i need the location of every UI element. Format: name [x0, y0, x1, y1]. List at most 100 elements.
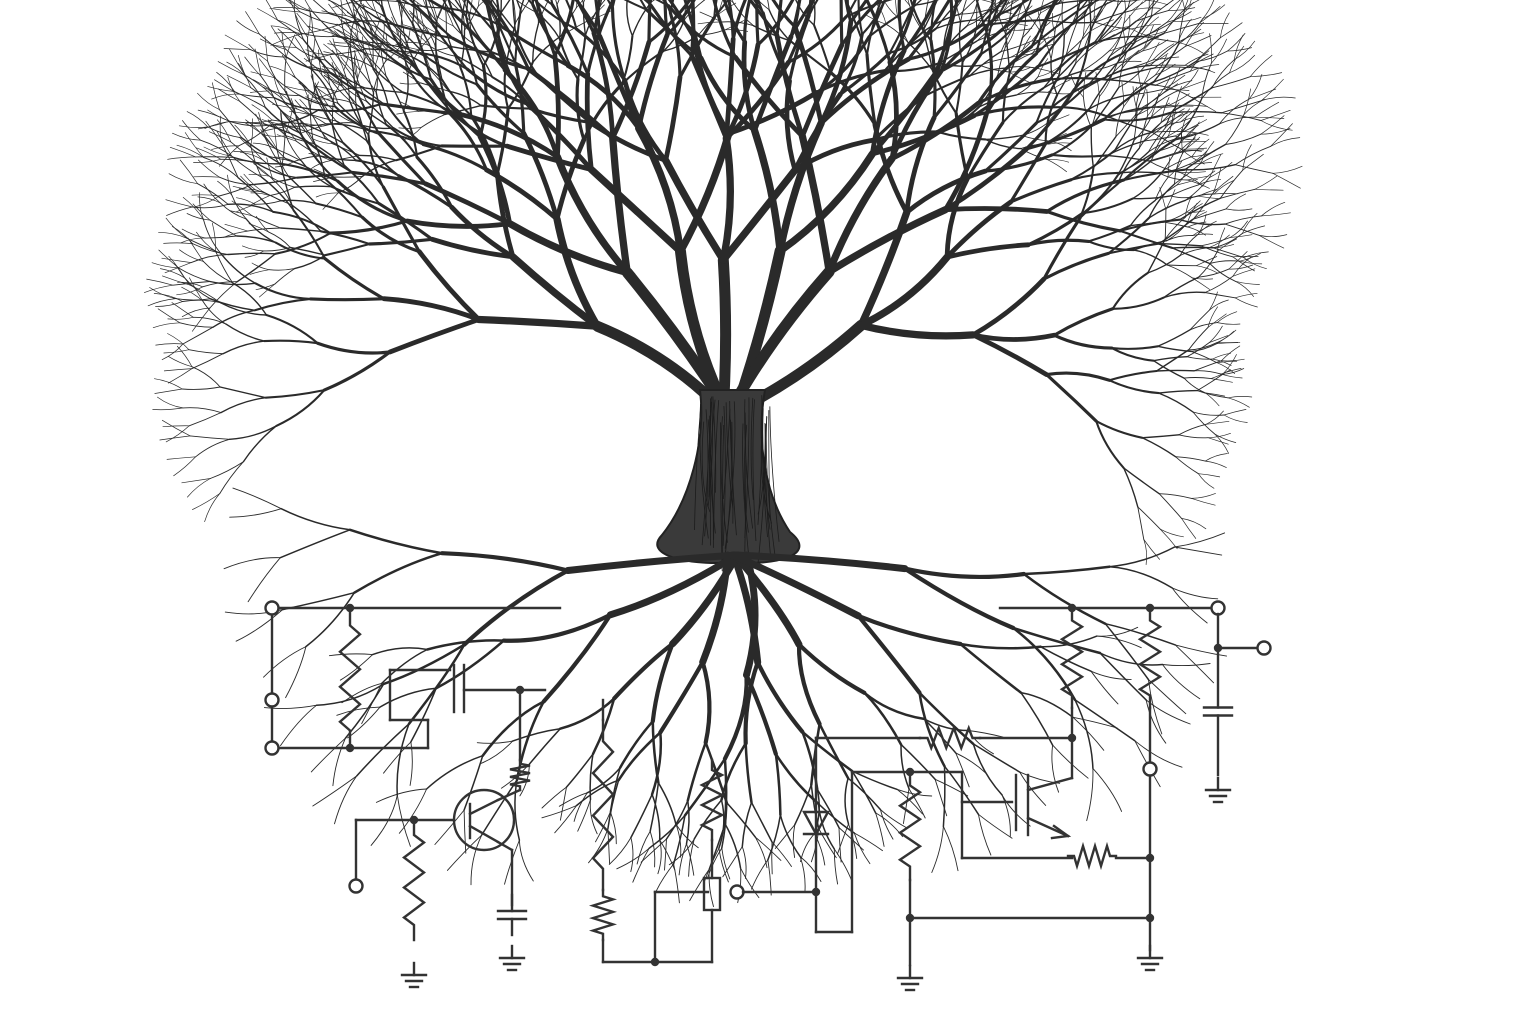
- branch: [305, 54, 332, 62]
- branch: [293, 254, 326, 270]
- branch: [233, 151, 257, 153]
- branch: [1035, 0, 1059, 55]
- root: [334, 775, 358, 825]
- branch: [1258, 234, 1288, 237]
- branch: [1224, 215, 1262, 225]
- root: [312, 775, 358, 807]
- branch: [353, 14, 359, 40]
- root: [1074, 698, 1136, 742]
- branch: [1132, 86, 1138, 111]
- branch: [1048, 142, 1071, 145]
- branch: [158, 231, 188, 239]
- branch: [274, 32, 303, 34]
- branch: [1205, 392, 1226, 397]
- branch: [1180, 106, 1199, 123]
- branch: [366, 23, 390, 46]
- branch: [1208, 291, 1218, 311]
- root: [767, 859, 772, 896]
- branch: [308, 153, 331, 161]
- circuit-schematic: [264, 600, 1272, 992]
- branch: [1204, 460, 1227, 468]
- branch: [203, 183, 221, 204]
- branch: [726, 90, 820, 136]
- root: [673, 863, 680, 904]
- root: [630, 793, 653, 839]
- branch: [954, 111, 970, 180]
- branch: [565, 0, 578, 31]
- root: [744, 742, 753, 804]
- branch: [274, 232, 332, 255]
- branch: [469, 20, 493, 53]
- branch: [333, 176, 363, 178]
- root: [356, 723, 410, 777]
- branch: [214, 79, 239, 95]
- branch: [420, 82, 450, 92]
- root: [1145, 699, 1167, 744]
- branch: [1248, 74, 1263, 100]
- wire: [496, 840, 514, 852]
- branch: [1174, 162, 1202, 185]
- root: [481, 700, 545, 757]
- branch: [321, 66, 343, 75]
- branch: [741, 39, 757, 133]
- branch: [219, 461, 244, 494]
- branch: [212, 309, 256, 328]
- branch: [582, 2, 587, 36]
- branch: [943, 111, 989, 213]
- branch: [1220, 22, 1243, 39]
- resistor: [897, 770, 923, 882]
- branch: [409, 59, 465, 117]
- branch: [345, 55, 374, 68]
- branch: [1141, 39, 1169, 52]
- branch: [1147, 127, 1166, 153]
- branch: [329, 72, 383, 105]
- branch: [1272, 165, 1303, 174]
- branch: [273, 77, 300, 96]
- branch: [478, 0, 486, 7]
- branch: [1189, 50, 1210, 72]
- branch: [527, 0, 534, 6]
- root: [942, 825, 959, 872]
- branch: [610, 39, 652, 141]
- branch: [872, 122, 910, 215]
- root: [332, 737, 346, 787]
- branch: [331, 98, 359, 106]
- branch: [299, 11, 339, 26]
- branch: [273, 7, 300, 9]
- root: [651, 793, 661, 841]
- branch: [650, 0, 655, 3]
- branch: [1121, 81, 1125, 107]
- branch: [285, 0, 301, 13]
- branch: [193, 176, 220, 178]
- branch: [1121, 15, 1153, 55]
- branch: [1184, 143, 1227, 171]
- branch: [201, 300, 227, 325]
- branch: [719, 134, 734, 264]
- branch: [1213, 193, 1239, 195]
- branch: [1037, 66, 1060, 78]
- branch: [179, 159, 198, 185]
- branch: [644, 7, 703, 60]
- branch: [1235, 280, 1260, 285]
- root: [565, 753, 594, 788]
- root: [1072, 716, 1118, 729]
- branch: [211, 145, 240, 150]
- branch: [240, 175, 256, 191]
- branch: [970, 276, 1047, 338]
- bark-line: [760, 423, 773, 524]
- branch: [888, 27, 938, 54]
- branch: [446, 110, 489, 172]
- branch: [1008, 71, 1030, 83]
- branch: [932, 52, 983, 120]
- branch: [392, 127, 443, 147]
- branch: [1209, 263, 1236, 282]
- root: [853, 832, 883, 852]
- root: [741, 801, 753, 848]
- branch: [159, 268, 186, 279]
- root: [848, 823, 858, 859]
- terminal: [1256, 640, 1272, 656]
- branch: [931, 69, 958, 115]
- branch: [1110, 347, 1155, 362]
- branch: [496, 35, 530, 106]
- root: [955, 752, 970, 788]
